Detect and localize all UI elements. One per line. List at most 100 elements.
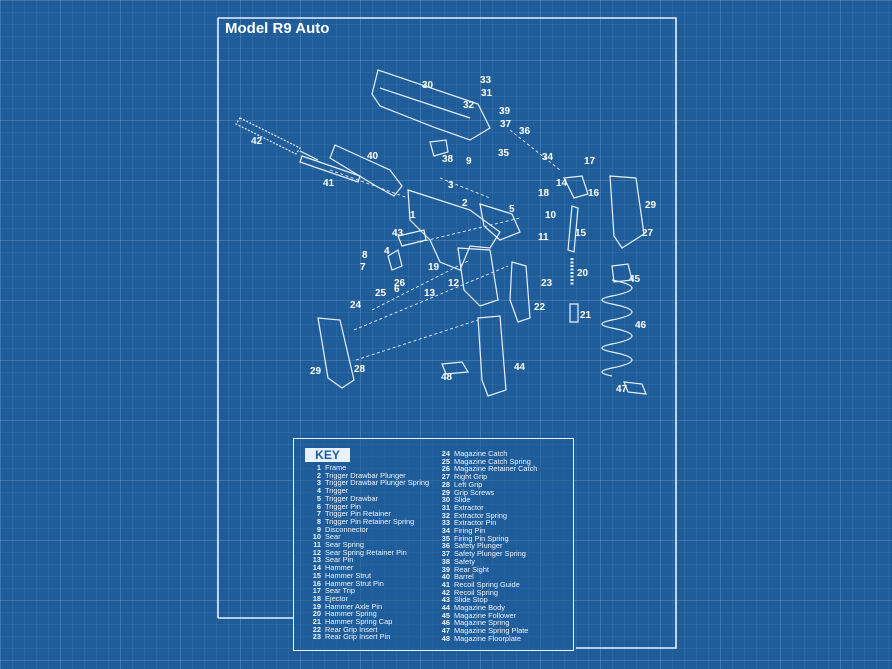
key-item-label: Firing Pin <box>454 526 486 536</box>
key-item-number: 46 <box>441 618 450 628</box>
key-item-label: Firing Pin Spring <box>454 533 509 543</box>
key-item-label: Sear Spring Retainer Pin <box>325 547 407 557</box>
key-item-number: 39 <box>441 564 450 574</box>
key-item-number: 17 <box>312 586 321 596</box>
key-item-label: Trigger Pin <box>325 501 361 511</box>
key-item-label: Magazine Retainer Catch <box>454 464 538 474</box>
callout-20: 20 <box>577 268 589 279</box>
recoil-spring-part <box>235 117 301 155</box>
key-item-number: 20 <box>312 609 321 619</box>
key-item-number: 43 <box>441 595 450 605</box>
key-item-number: 8 <box>316 516 321 526</box>
callout-labels: 1 2 3 4 5 6 7 8 9 10 11 12 13 14 15 16 1… <box>251 75 657 395</box>
callout-34: 34 <box>542 152 554 163</box>
callout-36: 36 <box>519 126 531 137</box>
callout-7: 7 <box>360 262 366 273</box>
key-item-number: 12 <box>312 547 321 557</box>
callout-37: 37 <box>500 119 512 130</box>
key-item-number: 27 <box>441 472 450 482</box>
key-item-label: Safety Plunger <box>454 541 503 551</box>
hammer-spring-cap-part <box>569 303 579 323</box>
key-item-label: Disconnector <box>325 524 369 534</box>
key-item-number: 36 <box>441 541 450 551</box>
callout-19: 19 <box>428 262 440 273</box>
key-item-number: 13 <box>312 555 321 565</box>
key-item-number: 22 <box>312 624 321 634</box>
left-grip-part <box>317 317 355 389</box>
key-item: 22 Rear Grip Insert <box>306 626 429 634</box>
key-item-label: Magazine Floorplate <box>454 633 521 643</box>
key-item-label: Ejector <box>325 593 349 603</box>
key-item-number: 15 <box>312 570 321 580</box>
key-item: 8 Trigger Pin Retainer Spring <box>306 518 429 526</box>
key-item-label: Sear Spring <box>325 540 365 550</box>
callout-10: 10 <box>545 210 557 221</box>
key-item-label: Rear Sight <box>454 564 489 574</box>
key-item-number: 41 <box>441 579 450 589</box>
callout-32: 32 <box>463 100 475 111</box>
callout-43: 43 <box>392 228 404 239</box>
callout-18: 18 <box>538 188 550 199</box>
key-item-number: 31 <box>441 502 450 512</box>
key-item-number: 21 <box>312 617 321 627</box>
key-item-number: 14 <box>312 563 321 573</box>
key-item-label: Trigger Drawbar Plunger <box>325 470 406 480</box>
magazine-part <box>477 315 507 397</box>
key-item-label: Recoil Spring Guide <box>454 579 520 589</box>
key-item: 36 Safety Plunger <box>435 542 537 550</box>
key-item-label: Sear <box>325 532 341 542</box>
key-item-label: Magazine Follower <box>454 610 517 620</box>
key-item-label: Rear Grip Insert <box>325 624 378 634</box>
callout-29-right: 29 <box>645 200 657 211</box>
callout-23: 23 <box>541 278 553 289</box>
key-item-label: Sear Pin <box>325 555 354 565</box>
safety-part <box>429 139 449 157</box>
callout-48: 48 <box>441 372 453 383</box>
key-item: 41 Recoil Spring Guide <box>435 581 537 589</box>
callout-29-left: 29 <box>310 366 322 377</box>
right-grip-part <box>609 175 645 249</box>
callout-21: 21 <box>580 310 592 321</box>
key-item-number: 47 <box>441 626 450 636</box>
magazine-spring-plate-part <box>623 381 647 395</box>
trigger-drawbar-part <box>479 203 521 241</box>
key-item-label: Trigger <box>325 486 349 496</box>
key-item-number: 32 <box>441 510 450 520</box>
slide-part <box>371 69 491 141</box>
key-item: 13 Sear Pin <box>306 556 429 564</box>
key-item-number: 2 <box>316 470 321 480</box>
callout-26: 26 <box>394 278 406 289</box>
key-item-label: Magazine Catch Spring <box>454 456 531 466</box>
callout-4: 4 <box>384 246 390 257</box>
key-heading: KEY <box>305 448 350 462</box>
callout-2: 2 <box>462 198 468 209</box>
callout-38: 38 <box>442 154 454 165</box>
slide-stop-part <box>397 229 427 247</box>
callout-31: 31 <box>481 88 493 99</box>
key-item-label: Magazine Spring Plate <box>454 626 529 636</box>
callout-12: 12 <box>448 278 460 289</box>
callout-13: 13 <box>424 288 436 299</box>
callout-9: 9 <box>466 156 472 167</box>
callout-17: 17 <box>584 156 596 167</box>
key-item-label: Trigger Pin Retainer Spring <box>325 516 415 526</box>
key-item-label: Left Grip <box>454 479 483 489</box>
